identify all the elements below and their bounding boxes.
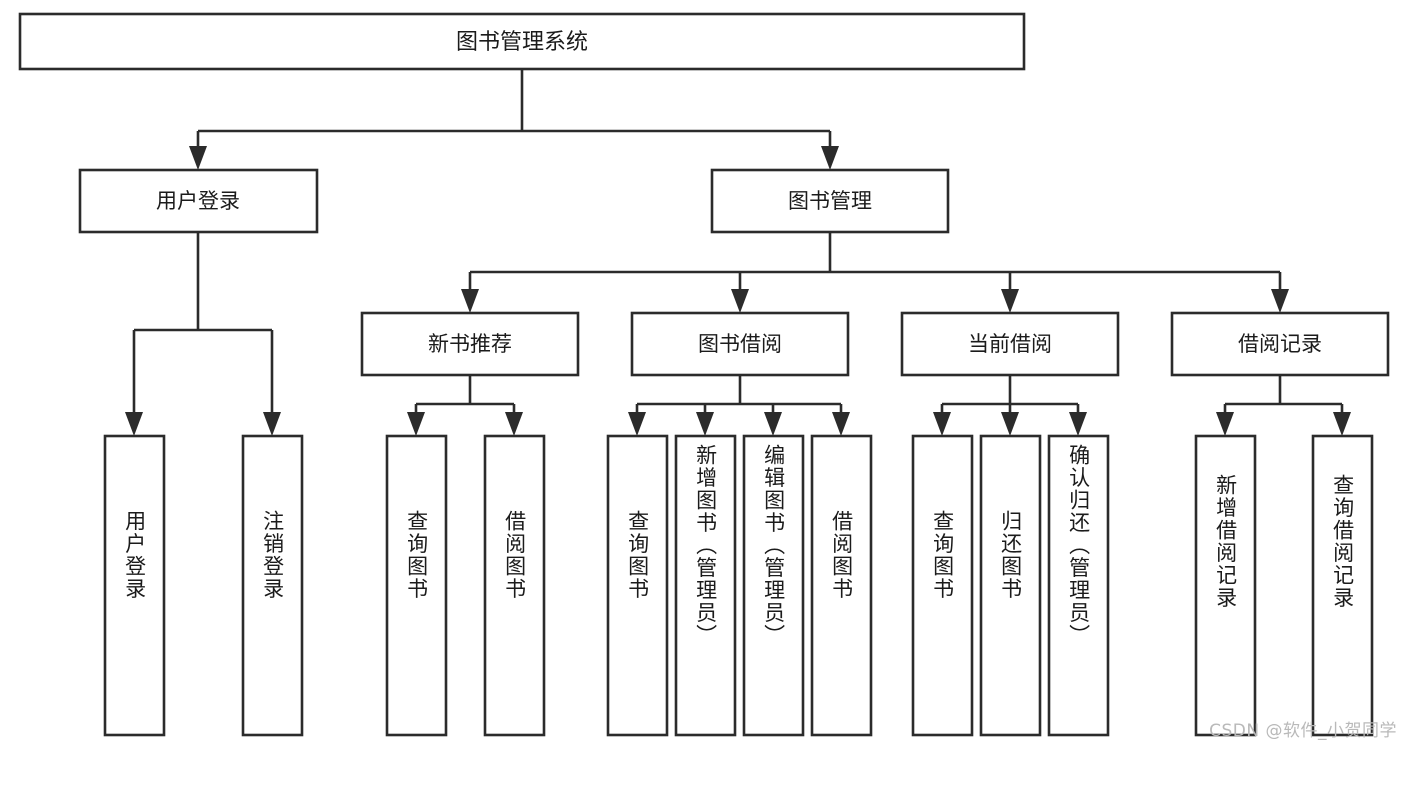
node-box-leaf-query-book-1[interactable] [385, 434, 448, 737]
arrow-head-borrow-record [1271, 289, 1289, 313]
arrow-head-current-borrow [1001, 289, 1019, 313]
node-box-leaf-borrow-book-2[interactable] [810, 434, 873, 737]
diagram-canvas: 图书管理系统 用户登录 图书管理 新书推荐 图书借阅 当前借阅 借阅记录 [18, 12, 1390, 737]
node-box-leaf-add-record[interactable] [1194, 434, 1257, 737]
node-box-borrow-record[interactable] [1170, 311, 1390, 377]
node-box-book-manage[interactable] [710, 168, 950, 234]
arrow-head-bookborrow-leaf-2 [696, 412, 714, 436]
node-label-user-login: 用户登录 [156, 189, 240, 213]
arrow-head-leaf-logout [263, 412, 281, 436]
arrow-head-newbook-leaf-1 [407, 412, 425, 436]
node-box-user-login[interactable] [78, 168, 319, 234]
node-box-leaf-logout[interactable] [241, 434, 304, 737]
node-box-leaf-query-record[interactable] [1311, 434, 1374, 737]
node-layer: 图书管理系统 用户登录 图书管理 新书推荐 图书借阅 当前借阅 借阅记录 [18, 12, 1390, 737]
node-box-leaf-borrow-book-1[interactable] [483, 434, 546, 737]
arrow-head-bookborrow-leaf-4 [832, 412, 850, 436]
arrow-head-currentborrow-leaf-2 [1001, 412, 1019, 436]
node-box-current-borrow[interactable] [900, 311, 1120, 377]
node-label-current-borrow: 当前借阅 [968, 332, 1052, 356]
arrow-head-book-manage [821, 146, 839, 170]
node-box-new-book-recommend[interactable] [360, 311, 580, 377]
node-label-new-book-recommend: 新书推荐 [428, 332, 512, 356]
watermark-text: CSDN @软件_小贺同学 [1209, 721, 1397, 741]
node-label-borrow-record: 借阅记录 [1238, 332, 1322, 356]
node-label-book-manage: 图书管理 [788, 189, 872, 213]
node-box-leaf-edit-book[interactable] [742, 434, 805, 737]
arrow-head-bookborrow-leaf-1 [628, 412, 646, 436]
node-box-root[interactable] [18, 12, 1026, 71]
connector-layer [125, 69, 1351, 436]
arrow-head-borrowrecord-leaf-2 [1333, 412, 1351, 436]
arrow-head-borrowrecord-leaf-1 [1216, 412, 1234, 436]
arrow-head-leaf-user-login [125, 412, 143, 436]
node-box-leaf-confirm-return[interactable] [1047, 434, 1110, 737]
arrow-head-new-book [461, 289, 479, 313]
arrow-head-book-borrow [731, 289, 749, 313]
node-label-root: 图书管理系统 [456, 30, 588, 55]
node-box-leaf-return-book[interactable] [979, 434, 1042, 737]
node-label-book-borrow: 图书借阅 [698, 332, 782, 356]
arrow-head-newbook-leaf-2 [505, 412, 523, 436]
node-box-leaf-add-book[interactable] [674, 434, 737, 737]
node-box-leaf-query-book-3[interactable] [911, 434, 974, 737]
arrow-head-bookborrow-leaf-3 [764, 412, 782, 436]
arrow-head-currentborrow-leaf-1 [933, 412, 951, 436]
arrow-head-user-login [189, 146, 207, 170]
arrow-head-currentborrow-leaf-3 [1069, 412, 1087, 436]
node-box-book-borrow[interactable] [630, 311, 850, 377]
node-box-leaf-query-book-2[interactable] [606, 434, 669, 737]
flowchart-diagram: 图书管理系统 用户登录 图书管理 新书推荐 图书借阅 当前借阅 借阅记录 [18, 12, 1397, 741]
node-box-leaf-user-login[interactable] [103, 434, 166, 737]
